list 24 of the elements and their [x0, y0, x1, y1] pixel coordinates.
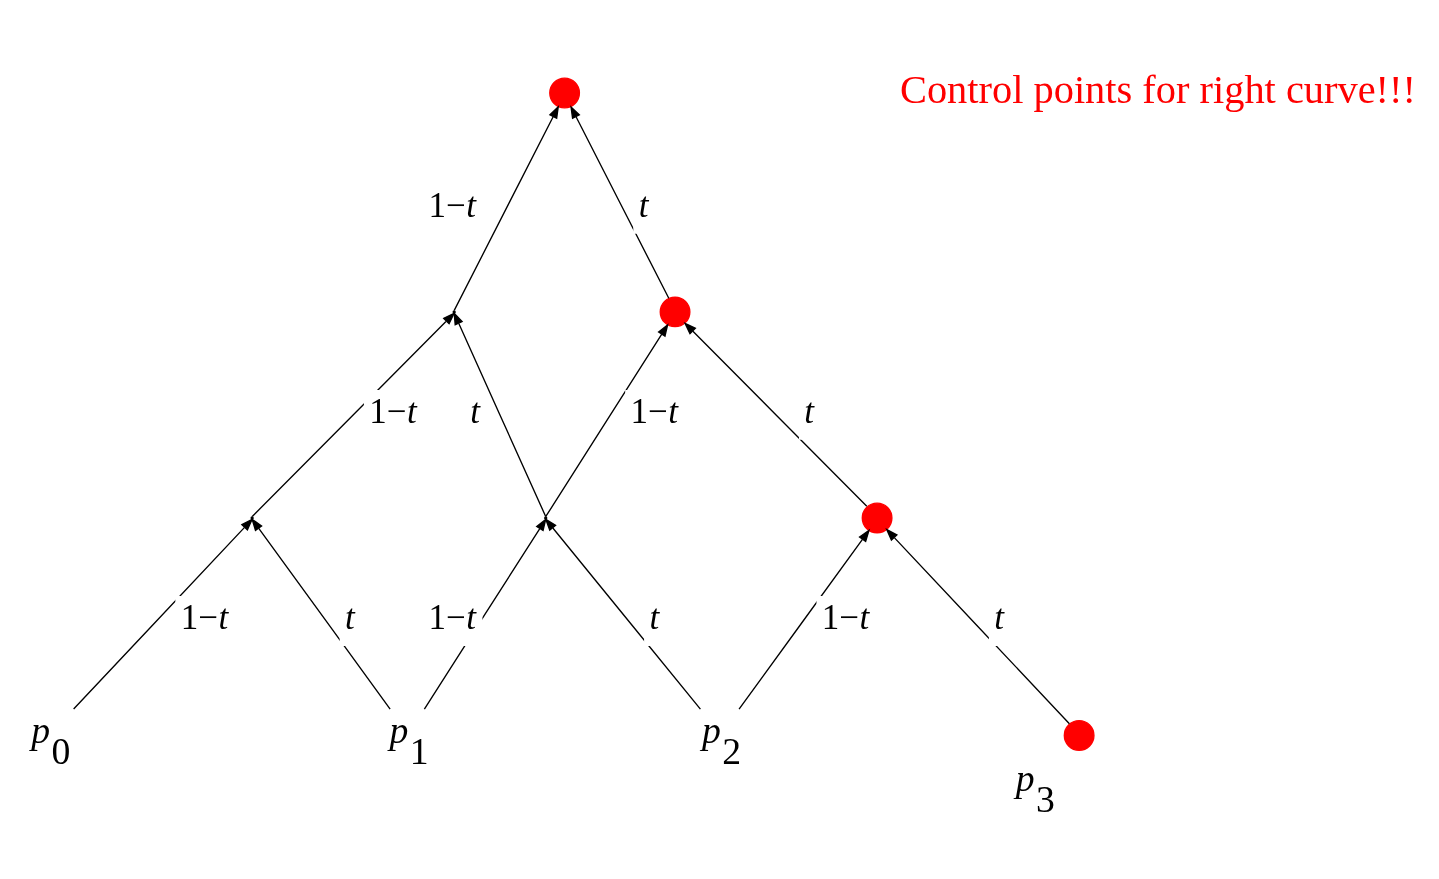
node-circle	[549, 77, 581, 109]
node-point	[544, 516, 548, 520]
arrow	[570, 105, 670, 299]
edge-label: t	[345, 597, 355, 637]
arrow	[885, 528, 1071, 725]
node-point	[452, 310, 456, 314]
edge-label: 1−t	[369, 391, 417, 431]
node-circle	[659, 296, 691, 328]
edge-label: t	[994, 597, 1005, 637]
edge-label: 1−t	[180, 597, 229, 637]
edge-label: 1−t	[630, 391, 679, 431]
node-circle	[1063, 720, 1095, 751]
edge-label: t	[470, 391, 481, 431]
edge-label: 1−t	[821, 597, 870, 637]
node-point	[250, 516, 254, 520]
node-circle	[861, 502, 893, 534]
arrow	[683, 321, 868, 507]
label: Control points for right curve!!!	[899, 67, 1416, 113]
edge-label: 1−t	[428, 185, 477, 225]
edge-label: t	[804, 391, 815, 431]
edge-label: 1−t	[428, 597, 477, 637]
arrow	[738, 528, 871, 710]
edge-label: t	[638, 185, 649, 225]
edge-label: t	[649, 597, 660, 637]
